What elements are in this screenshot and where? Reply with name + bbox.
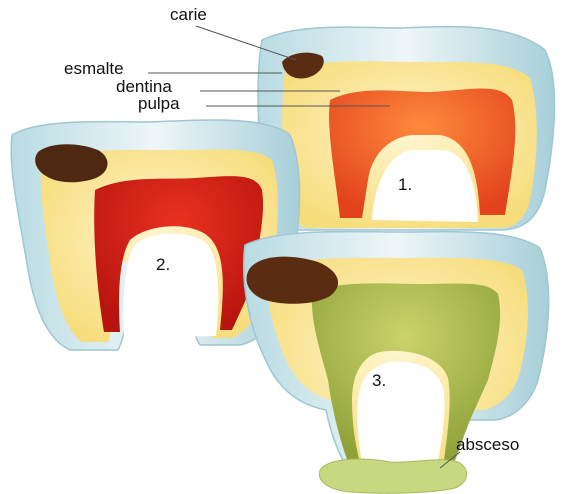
tooth-stage-1 — [258, 27, 554, 230]
label-esmalte: esmalte — [64, 60, 124, 77]
label-absceso: absceso — [456, 436, 519, 453]
tooth-3-canal-gap — [357, 362, 444, 462]
label-dentina: dentina — [116, 78, 172, 95]
label-carie: carie — [170, 6, 207, 23]
stage-number-3: 3. — [372, 372, 386, 389]
tooth-2-canal-gap — [123, 234, 218, 338]
label-pulpa: pulpa — [138, 95, 180, 112]
stage-number-1: 1. — [398, 176, 412, 193]
stage-number-2: 2. — [156, 256, 170, 273]
